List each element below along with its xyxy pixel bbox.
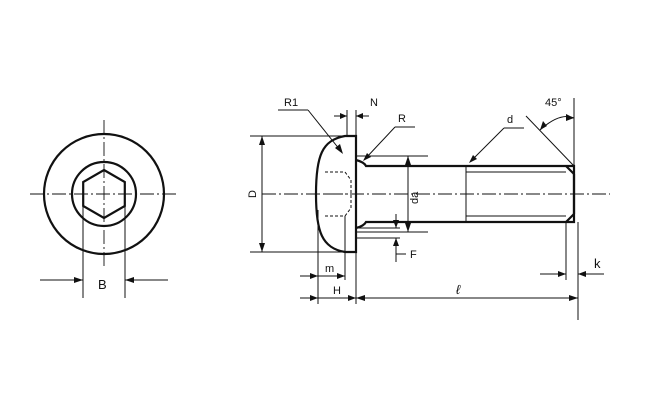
label-d-diameter: D [247,190,259,198]
l-arrow-left [356,295,365,301]
r1-arrow [335,144,343,154]
f-arrow-bottom [393,238,399,246]
n-arrow-left [340,113,347,119]
da-arrow-bottom [405,223,411,232]
label-r1: R1 [284,97,298,109]
chamfer-top [565,165,575,175]
angle-arrow-right [566,114,574,121]
label-n: N [370,97,378,109]
r-arrow [363,153,371,161]
label-h: H [333,285,341,297]
h-arrow-right [348,295,356,301]
d-leader [471,127,505,161]
r1-leader [307,109,341,151]
da-arrow-top [405,156,411,165]
angle-arrow-left [540,121,547,130]
angle-ext-diagonal [525,115,575,167]
end-view: B [30,120,178,298]
label-m: m [325,263,334,275]
label-da: da [409,191,421,204]
n-arrow-right [356,113,363,119]
k-arrow-left [558,271,566,277]
r-leader [365,126,396,159]
label-f: F [410,249,417,261]
hidden-socket [325,171,352,217]
chamfer-bottom [565,213,575,223]
m-arrow-right [337,273,345,279]
b-arrow-right [125,277,134,283]
label-angle: 45° [545,97,562,109]
label-d-thread: d [507,114,513,126]
d-arrow-top [259,136,265,145]
label-l: ℓ [456,282,461,297]
d-arrow-bottom [259,243,265,252]
k-arrow-right [578,271,586,277]
d-arrow [469,155,477,163]
f-arrow-top [393,220,399,228]
side-view: D R1 N R d 45° [247,97,610,320]
b-arrow-left [74,277,83,283]
label-b: B [98,277,107,292]
h-arrow-left [310,295,318,301]
label-k: k [594,256,601,271]
l-arrow-right [569,295,578,301]
m-arrow-left [310,273,318,279]
label-r: R [398,113,406,125]
button-head [314,134,358,254]
